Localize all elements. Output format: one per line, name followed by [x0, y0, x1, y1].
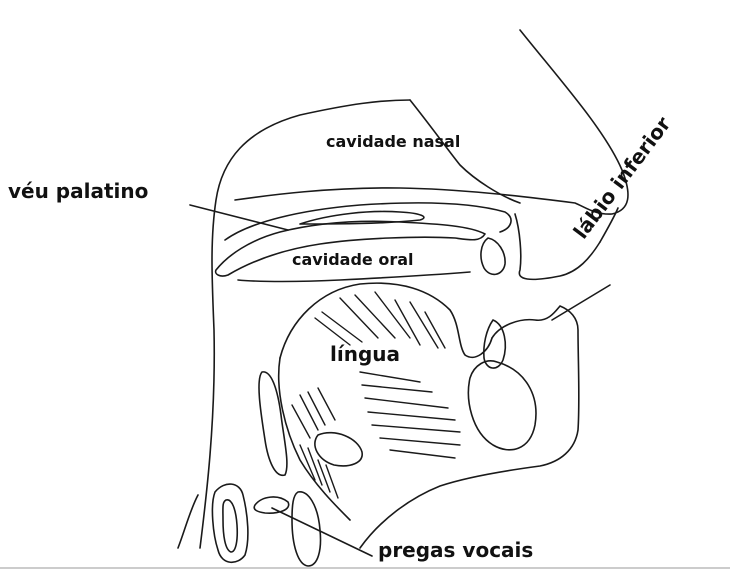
neck-back: [178, 495, 198, 548]
nasal-cavity-roof: [410, 100, 520, 203]
tongue-base: [279, 358, 350, 520]
label-pregas-vocais: pregas vocais: [378, 540, 533, 560]
label-veu-palatino: véu palatino: [8, 181, 148, 201]
nose-outline: [235, 30, 628, 214]
uvula: [481, 238, 505, 274]
labio-inferior-leader: [552, 285, 610, 320]
trachea-left-inner: [223, 500, 237, 552]
label-cavidade-oral: cavidade oral: [292, 252, 413, 268]
oral-floor-line: [238, 272, 470, 282]
epiglottis: [259, 372, 287, 475]
veu-palatino-leader: [190, 205, 288, 230]
skull-outline: [200, 100, 410, 548]
jaw-bone: [468, 361, 535, 450]
pregas-vocais-leader: [272, 508, 372, 556]
vocal-fold: [254, 497, 288, 513]
label-lingua: língua: [330, 344, 400, 364]
label-cavidade-nasal: cavidade nasal: [326, 134, 460, 150]
hyoid: [315, 433, 362, 466]
tongue-fibres: [292, 292, 460, 498]
trachea-left: [212, 484, 247, 562]
